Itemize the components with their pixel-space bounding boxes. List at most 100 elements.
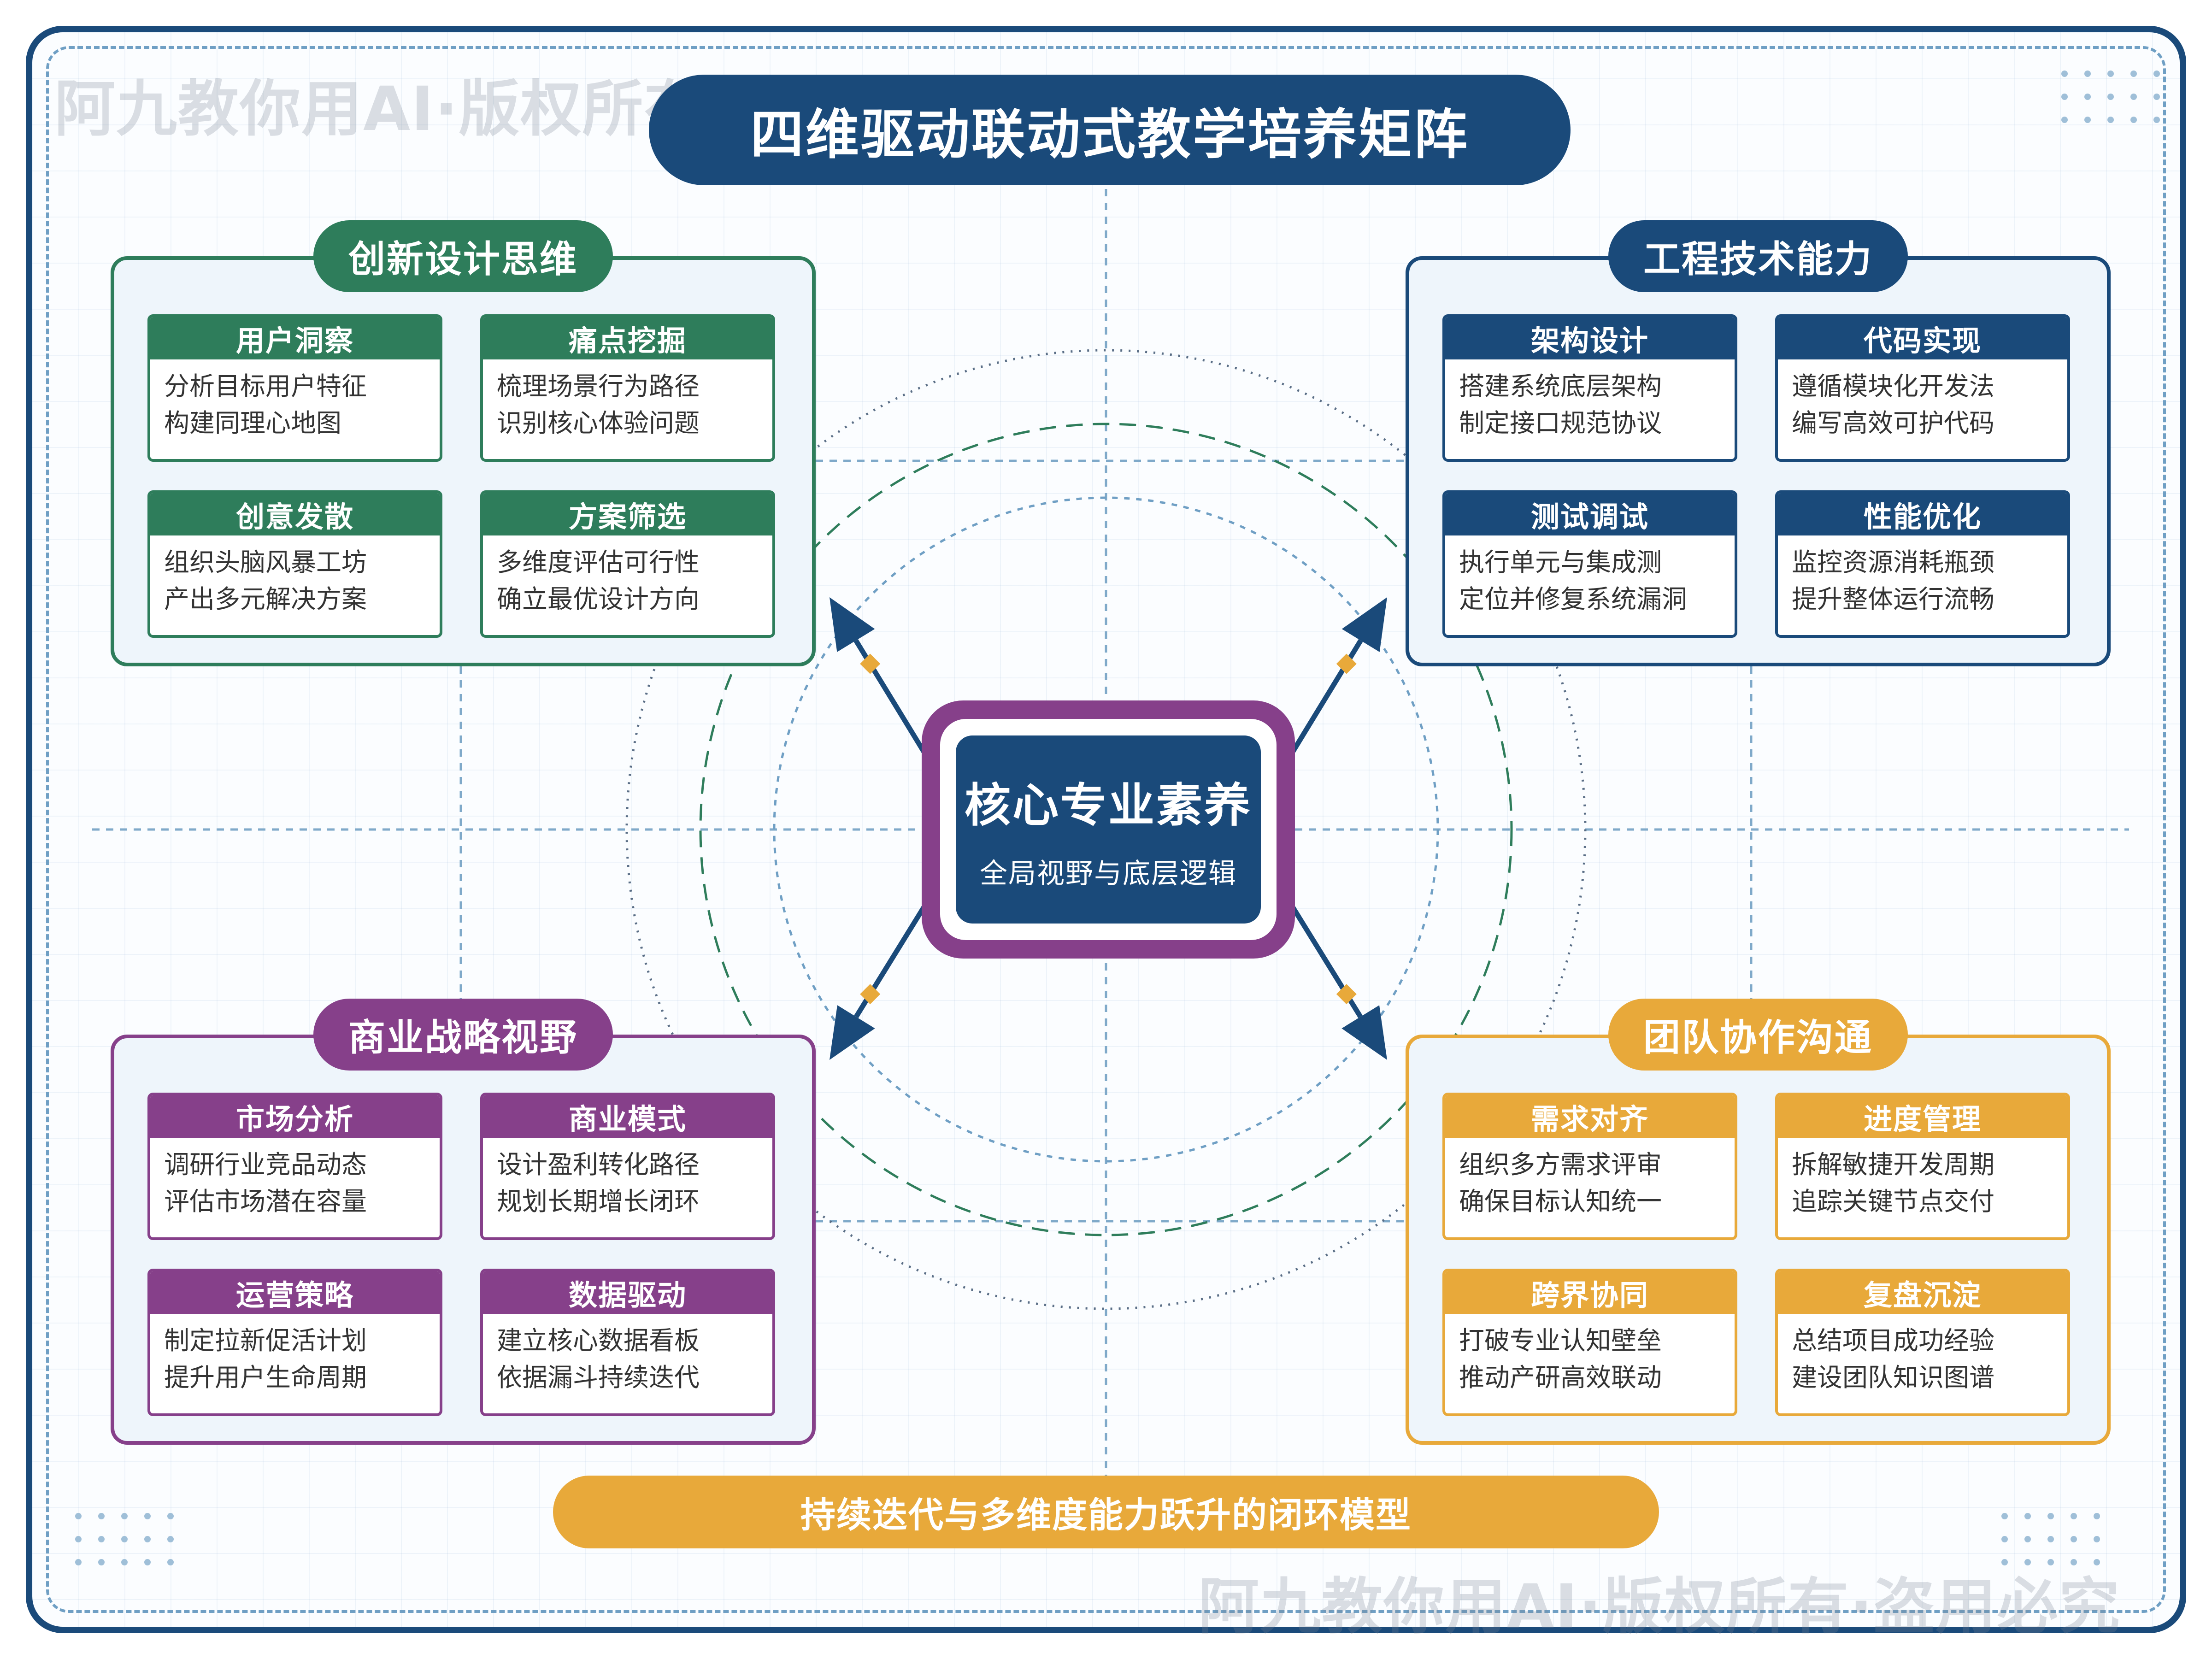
quadrant-title-teamwork: 团队协作沟通 <box>1608 999 1908 1071</box>
card-body: 设计盈利转化路径 规划长期增长闭环 <box>483 1138 772 1220</box>
card-line: 建立核心数据看板 <box>497 1326 700 1355</box>
dot-grid-icon <box>2130 71 2137 77</box>
card-title: 方案筛选 <box>483 493 772 535</box>
outer-ring <box>625 349 1587 1310</box>
dot-grid-icon <box>144 1513 151 1519</box>
dot-grid-icon <box>98 1536 105 1542</box>
card-body: 组织头脑风暴工坊 产出多元解决方案 <box>150 535 440 618</box>
card-title: 创意发散 <box>150 493 440 535</box>
quadrant-business: 市场分析 调研行业竞品动态 评估市场潜在容量 商业模式 设计盈利转化路径 规划长… <box>111 1035 816 1445</box>
card-line: 制定接口规范协议 <box>1459 408 1662 438</box>
dot-grid-icon <box>2130 117 2137 123</box>
card-line: 遵循模块化开发法 <box>1792 371 1995 401</box>
dot-grid-icon <box>75 1536 82 1542</box>
card-title: 痛点挖掘 <box>483 317 772 359</box>
card: 用户洞察 分析目标用户特征 构建同理心地图 <box>147 314 442 462</box>
dot-grid-icon <box>2047 1536 2054 1542</box>
card-body: 遵循模块化开发法 编写高效可护代码 <box>1778 359 2067 441</box>
dot-grid-icon <box>144 1559 151 1565</box>
card-title: 商业模式 <box>483 1095 772 1138</box>
dot-grid-icon <box>2001 1513 2008 1519</box>
dot-grid-icon <box>2107 94 2114 100</box>
dot-grid-icon <box>2153 94 2160 100</box>
arrowhead-icon <box>830 1005 875 1060</box>
dot-grid-icon <box>2153 117 2160 123</box>
card-body: 梳理场景行为路径 识别核心体验问题 <box>483 359 772 441</box>
dot-grid-icon <box>167 1513 174 1519</box>
card: 架构设计 搭建系统底层架构 制定接口规范协议 <box>1442 314 1737 462</box>
card: 商业模式 设计盈利转化路径 规划长期增长闭环 <box>480 1093 775 1240</box>
dot-grid-icon <box>98 1513 105 1519</box>
watermark-bottom: 阿九教你用AI·版权所有·盗用必究 <box>1198 1571 2121 1642</box>
card-line: 识别核心体验问题 <box>497 408 700 438</box>
card-line: 追踪关键节点交付 <box>1792 1187 1995 1216</box>
arrowhead-icon <box>1341 1005 1387 1060</box>
dot-grid-icon <box>2153 71 2160 77</box>
quadrant-title-business: 商业战略视野 <box>313 999 613 1071</box>
dot-grid-icon <box>2084 71 2091 77</box>
diamond-marker-icon <box>1336 653 1357 674</box>
dot-grid-icon <box>2094 1513 2100 1519</box>
card-line: 确立最优设计方向 <box>497 584 700 614</box>
dot-grid-icon <box>2001 1559 2008 1565</box>
card-title: 进度管理 <box>1778 1095 2067 1138</box>
dot-grid-icon <box>2094 1536 2100 1542</box>
dot-grid-icon <box>75 1513 82 1519</box>
card-body: 执行单元与集成测 定位并修复系统漏洞 <box>1445 535 1735 618</box>
dot-grid-icon <box>75 1559 82 1565</box>
card-line: 组织头脑风暴工坊 <box>164 547 367 577</box>
card-line: 拆解敏捷开发周期 <box>1792 1150 1995 1179</box>
card-body: 总结项目成功经验 建设团队知识图谱 <box>1778 1314 2067 1396</box>
card: 复盘沉淀 总结项目成功经验 建设团队知识图谱 <box>1775 1269 2070 1416</box>
card-line: 规划长期增长闭环 <box>497 1187 700 1216</box>
card: 进度管理 拆解敏捷开发周期 追踪关键节点交付 <box>1775 1093 2070 1240</box>
card: 性能优化 监控资源消耗瓶颈 提升整体运行流畅 <box>1775 490 2070 638</box>
dot-grid-icon <box>2047 1513 2054 1519</box>
card-line: 依据漏斗持续迭代 <box>497 1363 700 1392</box>
dot-grid-icon <box>2071 1536 2077 1542</box>
card-body: 建立核心数据看板 依据漏斗持续迭代 <box>483 1314 772 1396</box>
card: 代码实现 遵循模块化开发法 编写高效可护代码 <box>1775 314 2070 462</box>
core-subtitle: 全局视野与底层逻辑 <box>980 858 1237 890</box>
dot-grid-icon <box>2047 1559 2054 1565</box>
card-line: 打破专业认知壁垒 <box>1459 1326 1662 1355</box>
core-frame: 核心专业素养 全局视野与底层逻辑 <box>922 700 1295 959</box>
inner-ring <box>773 496 1439 1163</box>
core-inner-ring: 核心专业素养 全局视野与底层逻辑 <box>940 719 1277 940</box>
dot-grid-icon <box>167 1559 174 1565</box>
card: 创意发散 组织头脑风暴工坊 产出多元解决方案 <box>147 490 442 638</box>
dot-grid-icon <box>2107 71 2114 77</box>
card-line: 多维度评估可行性 <box>497 547 700 577</box>
diamond-marker-icon <box>860 653 881 674</box>
card-line: 推动产研高效联动 <box>1459 1363 1662 1392</box>
card-line: 建设团队知识图谱 <box>1792 1363 1995 1392</box>
card: 需求对齐 组织多方需求评审 确保目标认知统一 <box>1442 1093 1737 1240</box>
card-line: 分析目标用户特征 <box>164 371 367 401</box>
dot-grid-icon <box>2061 94 2068 100</box>
card: 市场分析 调研行业竞品动态 评估市场潜在容量 <box>147 1093 442 1240</box>
card-line: 总结项目成功经验 <box>1792 1326 1995 1355</box>
card: 运营策略 制定拉新促活计划 提升用户生命周期 <box>147 1269 442 1416</box>
card-line: 梳理场景行为路径 <box>497 371 700 401</box>
card-body: 调研行业竞品动态 评估市场潜在容量 <box>150 1138 440 1220</box>
card-body: 搭建系统底层架构 制定接口规范协议 <box>1445 359 1735 441</box>
quadrant-innovation: 用户洞察 分析目标用户特征 构建同理心地图 痛点挖掘 梳理场景行为路径 识别核心… <box>111 256 816 666</box>
card-body: 多维度评估可行性 确立最优设计方向 <box>483 535 772 618</box>
dot-grid-icon <box>2061 71 2068 77</box>
card: 痛点挖掘 梳理场景行为路径 识别核心体验问题 <box>480 314 775 462</box>
dot-grid-icon <box>2071 1513 2077 1519</box>
dot-grid-icon <box>2130 94 2137 100</box>
card-title: 性能优化 <box>1778 493 2067 535</box>
card-line: 编写高效可护代码 <box>1792 408 1995 438</box>
dot-grid-icon <box>2001 1536 2008 1542</box>
card-title: 用户洞察 <box>150 317 440 359</box>
card-line: 提升用户生命周期 <box>164 1363 367 1392</box>
card: 跨界协同 打破专业认知壁垒 推动产研高效联动 <box>1442 1269 1737 1416</box>
dot-grid-icon <box>2071 1559 2077 1565</box>
dot-grid-icon <box>2107 117 2114 123</box>
card-title: 市场分析 <box>150 1095 440 1138</box>
dot-grid-icon <box>2084 94 2091 100</box>
middle-ring <box>699 423 1513 1236</box>
card-body: 打破专业认知壁垒 推动产研高效联动 <box>1445 1314 1735 1396</box>
card-title: 数据驱动 <box>483 1271 772 1314</box>
